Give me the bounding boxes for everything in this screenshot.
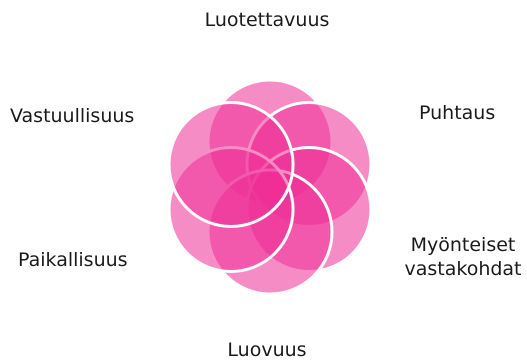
label-myonteiset-vastakohdat: Myönteiset vastakohdat <box>402 233 524 281</box>
label-luotettavuus: Luotettavuus <box>200 8 334 32</box>
label-paikallisuus: Paikallisuus <box>18 248 128 272</box>
label-myonteiset-line2: vastakohdat <box>402 257 524 281</box>
petal-top-left <box>169 103 293 227</box>
label-myonteiset-line1: Myönteiset <box>402 233 524 257</box>
label-vastuullisuus: Vastuullisuus <box>10 104 134 128</box>
label-luovuus: Luovuus <box>200 338 334 362</box>
label-puhtaus: Puhtaus <box>419 101 495 125</box>
petal-group <box>169 80 371 294</box>
